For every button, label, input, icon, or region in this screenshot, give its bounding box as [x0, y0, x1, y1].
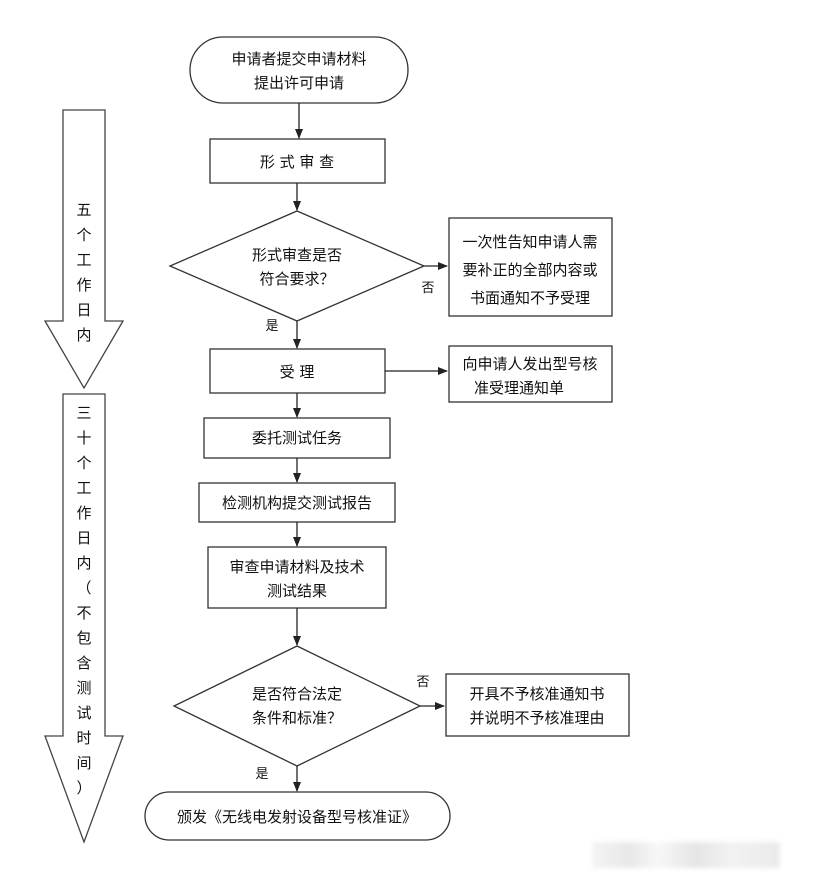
- timeline-char: ）: [76, 779, 91, 797]
- reject-notice-line-2: 并说明不予核准理由: [469, 709, 604, 727]
- timeline-char: 包: [76, 629, 91, 647]
- timeline-char: 五: [76, 201, 91, 219]
- timeline-char: 日: [76, 529, 91, 547]
- decision-formal-check-line-1: 形式审查是否: [252, 246, 342, 264]
- acceptance-notice-line-1: 向申请人发出型号核: [462, 355, 597, 373]
- supplement-notice-line-3: 书面通知不予受理: [470, 289, 590, 307]
- entrust-testing-label: 委托测试任务: [252, 429, 342, 447]
- timeline-char: 含: [76, 654, 91, 672]
- timeline-char: （: [76, 579, 91, 597]
- decision-formal-check: [168, 210, 426, 322]
- timeline-char: 间: [76, 754, 91, 772]
- review-materials-box: [207, 546, 387, 609]
- acceptance-notice-line-2: 准受理通知单: [474, 379, 564, 397]
- timeline-char: 十: [76, 429, 91, 447]
- timeline-char: 不: [76, 604, 91, 622]
- decision-legal-check-line-1: 是否符合法定: [252, 685, 342, 703]
- timeline-char: 内: [76, 326, 91, 344]
- lab-report-box: [198, 482, 396, 523]
- review-materials-line-2: 测试结果: [267, 582, 327, 600]
- timeline-char: 测: [76, 679, 91, 697]
- timeline-char: 时: [76, 729, 91, 747]
- decision-legal-check-line-2: 条件和标准？: [252, 709, 342, 727]
- formal-review-label: 形 式 审 查: [260, 153, 334, 171]
- start-node-line-2: 提出许可申请: [254, 74, 344, 92]
- accept-label: 受 理: [280, 363, 315, 381]
- timeline-arrow-five-days: [43, 109, 125, 390]
- timeline-char: 个: [76, 226, 91, 244]
- reject-notice-box: [445, 673, 630, 737]
- label-no-2: 否: [416, 675, 429, 690]
- decision-formal-check-line-2: 符合要求？: [259, 270, 334, 288]
- review-materials-line-1: 审查申请材料及技术: [229, 558, 364, 576]
- supplement-notice-box: [448, 217, 613, 317]
- timeline-char: 三: [76, 404, 91, 422]
- end-node: [144, 791, 451, 841]
- end-node-label: 颁发《无线电发射设备型号核准证》: [177, 808, 417, 826]
- timeline-arrow-thirty-days: [44, 393, 124, 844]
- timeline-char: 工: [76, 479, 91, 497]
- start-node: [189, 36, 409, 104]
- timeline-char: 内: [76, 554, 91, 572]
- label-no-1: 否: [421, 281, 434, 296]
- timeline-char: 个: [76, 454, 91, 472]
- acceptance-notice-box: [448, 345, 613, 403]
- blurred-watermark: [592, 842, 780, 868]
- timeline-char: 工: [76, 251, 91, 269]
- decision-legal-check: [172, 645, 422, 767]
- reject-notice-line-1: 开具不予核准通知书: [469, 685, 604, 703]
- timeline-char: 日: [76, 301, 91, 319]
- timeline-char: 试: [76, 704, 91, 722]
- supplement-notice-line-2: 要补正的全部内容或: [462, 261, 597, 279]
- lab-report-label: 检测机构提交测试报告: [222, 494, 372, 512]
- supplement-notice-line-1: 一次性告知申请人需: [462, 233, 597, 251]
- timeline-text-five-days: 五 个 工 作 日 内: [76, 201, 91, 344]
- timeline-char: 作: [76, 276, 91, 294]
- start-node-line-1: 申请者提交申请材料: [231, 50, 366, 68]
- timeline-text-thirty-days: 三 十 个 工 作 日 内 （ 不 包 含 测 试 时 间 ）: [76, 404, 91, 797]
- timeline-char: 作: [76, 504, 91, 522]
- entrust-testing-box: [203, 417, 391, 459]
- label-yes-2: 是: [255, 767, 268, 782]
- label-yes-1: 是: [265, 319, 278, 334]
